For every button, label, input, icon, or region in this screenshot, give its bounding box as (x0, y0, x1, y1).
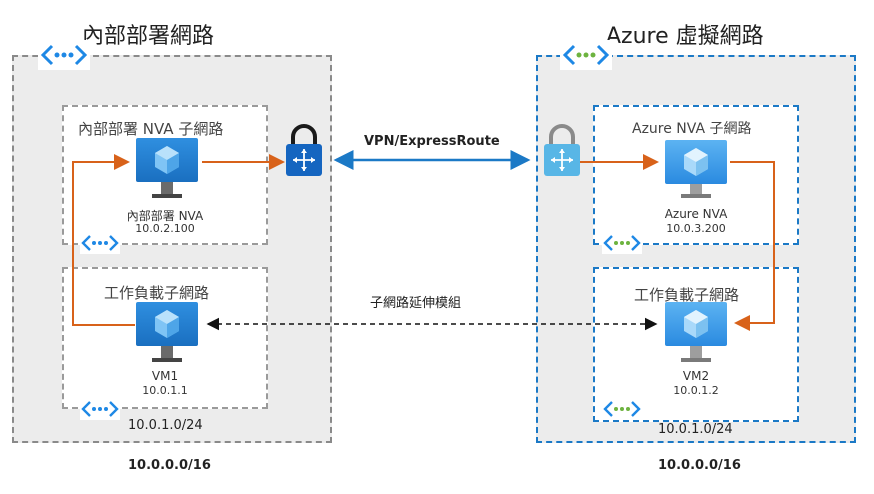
azure-vnet-icon (560, 40, 612, 70)
vm1-icon (136, 302, 198, 362)
onprem-route-arrow (72, 154, 135, 326)
azure-vpn-gateway-icon (544, 124, 580, 176)
onprem-workload-subnet-address: 10.0.1.0/24 (128, 418, 203, 433)
onprem-nva-subnet-title: 內部部署 NVA 子網路 (78, 120, 224, 138)
azure-nva-subnet-vnet-icon (602, 232, 642, 254)
azure-network-address: 10.0.0.0/16 (658, 458, 741, 473)
vpn-expressroute-label: VPN/ExpressRoute (364, 134, 500, 149)
onprem-vnet-icon (38, 40, 90, 70)
vm1-ip: 10.0.1.1 (142, 384, 188, 397)
azure-workload-subnet-title: 工作負載子網路 (634, 286, 740, 304)
azure-nva-vm-ip: 10.0.3.200 (666, 222, 726, 235)
onprem-nva-subnet-vnet-icon (80, 232, 120, 254)
onprem-nva-vm-ip: 10.0.2.100 (135, 222, 195, 235)
onprem-vpn-gateway-icon (286, 124, 322, 176)
azure-nva-vm-label: Azure NVA (664, 207, 728, 221)
vm2-ip: 10.0.1.2 (673, 384, 719, 397)
subnet-extension-label: 子網路延伸模組 (370, 296, 462, 311)
onprem-network-title: 內部部署網路 (82, 24, 215, 49)
onprem-workload-subnet-title: 工作負載子網路 (104, 284, 210, 302)
onprem-network-address: 10.0.0.0/16 (128, 458, 211, 473)
azure-nva-subnet-title: Azure NVA 子網路 (632, 121, 752, 137)
azure-workload-subnet-address: 10.0.1.0/24 (658, 422, 733, 437)
onprem-nva-vm-icon (136, 138, 198, 198)
onprem-nva-vm-label: 內部部署 NVA (126, 209, 204, 223)
onprem-workload-subnet-vnet-icon (80, 398, 120, 420)
azure-workload-subnet-vnet-icon (602, 398, 642, 420)
azure-nva-vm-icon (665, 140, 727, 198)
vm1-label: VM1 (151, 369, 179, 383)
azure-network-title: Azure 虛擬網路 (606, 24, 764, 49)
vm2-label: VM2 (682, 369, 710, 383)
vm2-icon (665, 302, 727, 362)
azure-route-arrow (730, 161, 775, 331)
